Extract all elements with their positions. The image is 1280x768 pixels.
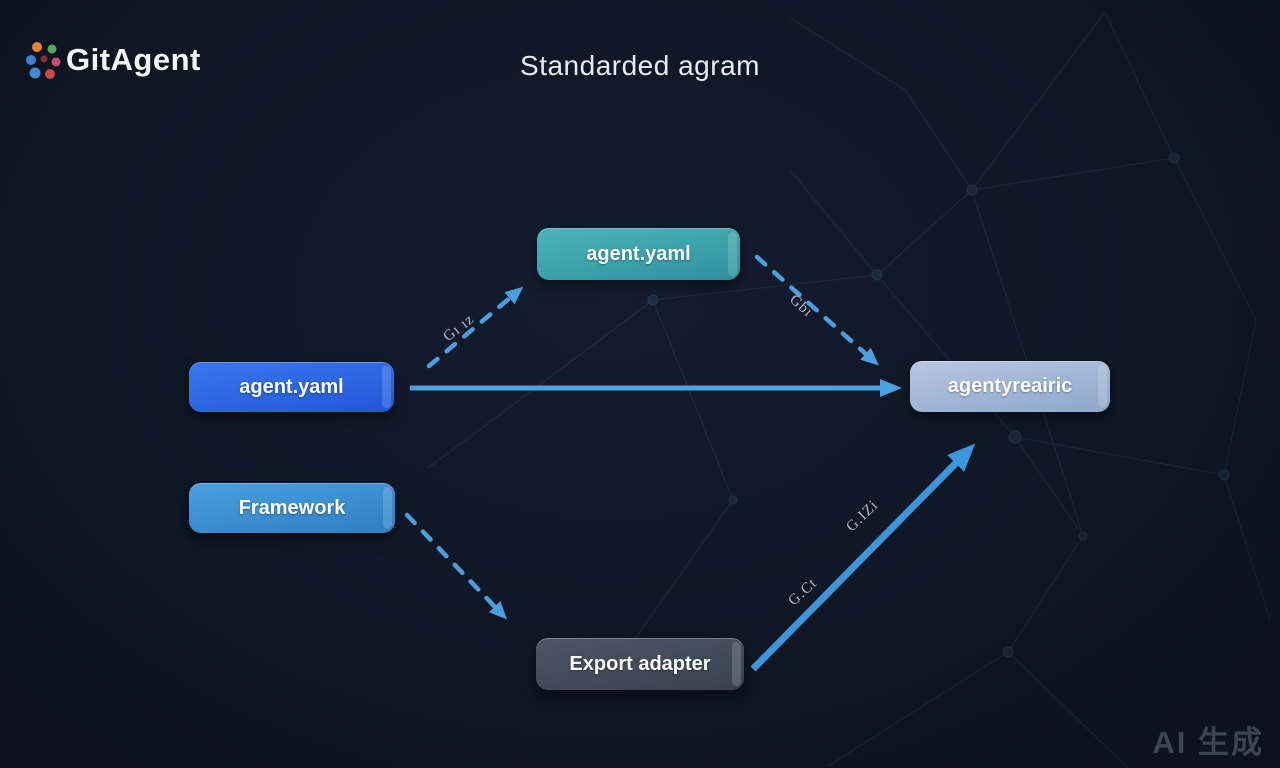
ai-generated-watermark: AI 生成 bbox=[1152, 725, 1264, 760]
edge-export-to-result-solid bbox=[750, 443, 976, 672]
node-label: Framework bbox=[238, 496, 346, 519]
node-label: agent.yaml bbox=[239, 375, 344, 398]
node-label: agentyreairic bbox=[947, 375, 1073, 397]
app-logo: GitAgent bbox=[22, 38, 201, 82]
node-standard-agent-yaml: agent.yaml bbox=[537, 228, 740, 280]
dots-cluster-logo-icon bbox=[26, 42, 61, 79]
node-shine bbox=[732, 642, 741, 686]
edge-standard-to-result-dashed bbox=[754, 254, 879, 366]
node-result: agentyreairic bbox=[910, 361, 1110, 412]
app-logo-text: GitAgent bbox=[66, 42, 201, 77]
edge-framework-to-export-dashed bbox=[404, 512, 508, 620]
node-shine bbox=[382, 366, 391, 408]
edge-source-to-standard-dashed bbox=[426, 286, 524, 369]
node-framework: Framework bbox=[189, 483, 395, 533]
node-shine bbox=[383, 487, 392, 529]
node-label: agent.yaml bbox=[586, 242, 691, 265]
node-label: Export adapter bbox=[569, 652, 711, 675]
node-source-agent-yaml: agent.yaml bbox=[189, 362, 394, 412]
page-title: Standarded agram bbox=[520, 50, 760, 81]
node-shine bbox=[1098, 365, 1107, 408]
node-shine bbox=[728, 232, 737, 276]
node-export-adapter: Export adapter bbox=[536, 638, 744, 690]
